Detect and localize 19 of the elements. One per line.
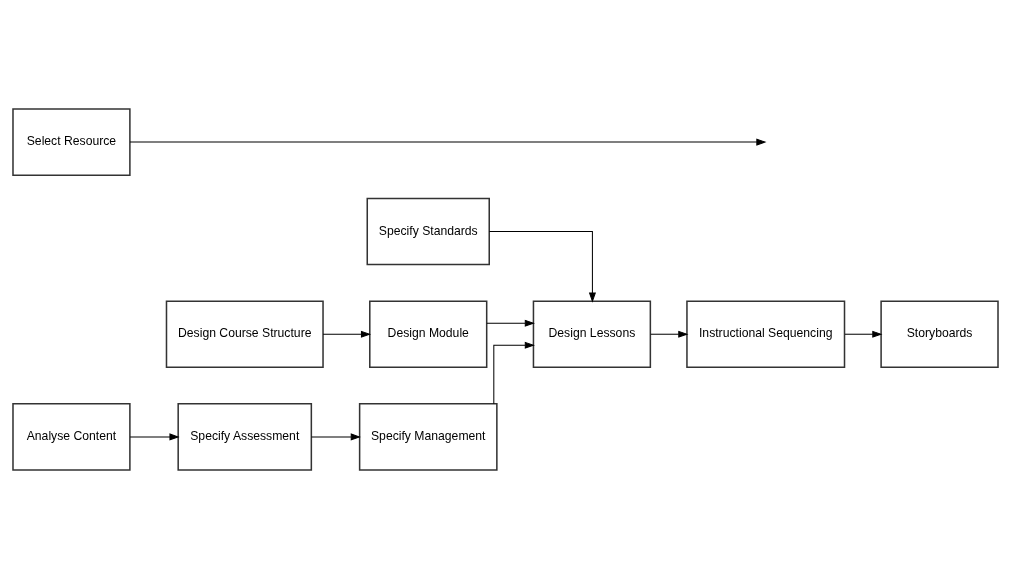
arrow xyxy=(844,330,883,338)
arrow xyxy=(486,319,535,327)
node-box: Analyse Content xyxy=(12,402,131,471)
node-box: Specify Assessment xyxy=(177,402,313,471)
node-box: Design Module xyxy=(369,299,488,368)
arrow xyxy=(311,432,361,440)
arrow xyxy=(650,330,689,338)
node-box: Storyboards xyxy=(880,299,999,368)
node-box: Specify Management xyxy=(358,402,498,471)
node-box: Specify Standards xyxy=(366,197,490,265)
node-box: Instructional Sequencing xyxy=(686,299,846,368)
arrow xyxy=(488,230,596,303)
node-box: Design Course Structure xyxy=(165,299,324,368)
node-box: Select Resource xyxy=(12,107,131,176)
arrow xyxy=(322,330,372,338)
arrow xyxy=(129,432,180,440)
arrow xyxy=(129,138,767,146)
arrow xyxy=(493,341,535,404)
node-box: Design Lessons xyxy=(532,299,652,368)
